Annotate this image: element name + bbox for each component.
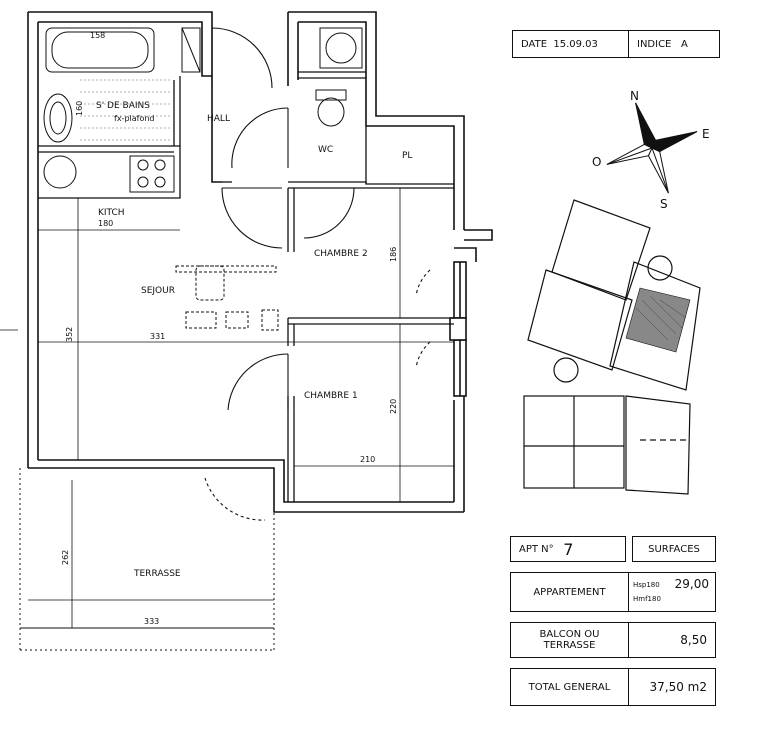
header-box: DATE 15.09.03 INDICE A xyxy=(512,30,720,58)
dim-bedroom1-width: 210 xyxy=(360,455,375,464)
total-value: 37,50 m2 xyxy=(649,680,708,694)
apt-box: APT N° 7 xyxy=(510,536,626,562)
balcon-label-1: BALCON OU xyxy=(539,629,600,640)
room-label-kitchen: KITCH xyxy=(98,208,125,218)
dim-bath-width: 158 xyxy=(90,31,105,40)
compass-south: S xyxy=(660,197,668,211)
dim-kitchen-width: 180 xyxy=(98,219,113,228)
fixtures xyxy=(19,27,363,651)
balcon-label-2: TERRASSE xyxy=(543,640,596,651)
appartement-row: APPARTEMENT Hsp180 Hmf180 29,00 xyxy=(510,572,716,612)
indice-label: INDICE xyxy=(637,38,672,50)
dim-living-height: 352 xyxy=(65,327,74,342)
balcon-value: 8,50 xyxy=(680,633,707,647)
key-plan-hatch xyxy=(635,295,687,341)
dim-terrace-width: 333 xyxy=(144,617,159,626)
dimension-lines xyxy=(0,188,454,628)
date-label: DATE xyxy=(521,38,548,50)
appartement-value: 29,00 xyxy=(674,577,709,591)
dim-bedroom2-height: 186 xyxy=(389,247,398,262)
compass-rose-icon xyxy=(606,102,698,194)
key-plan xyxy=(523,199,701,495)
door-swings xyxy=(204,27,431,521)
tile-hatching xyxy=(80,79,170,141)
compass-west: O xyxy=(592,155,601,169)
hsp-note: Hsp180 xyxy=(633,581,660,589)
surfaces-box: SURFACES xyxy=(632,536,716,562)
balcon-row: BALCON OU TERRASSE 8,50 xyxy=(510,622,716,658)
dim-living-width: 331 xyxy=(150,332,165,341)
outer-walls xyxy=(27,11,493,513)
appartement-label: APPARTEMENT xyxy=(533,586,606,598)
total-row: TOTAL GENERAL 37,50 m2 xyxy=(510,668,716,706)
date-value: 15.09.03 xyxy=(553,38,598,50)
apt-label: APT N° xyxy=(519,543,554,555)
room-label-living: SEJOUR xyxy=(141,286,175,296)
total-label: TOTAL GENERAL xyxy=(528,681,611,693)
dim-bath-height: 160 xyxy=(75,101,84,116)
dim-bedroom1-height: 220 xyxy=(389,399,398,414)
room-label-hall: HALL xyxy=(207,114,230,124)
room-label-bedroom1: CHAMBRE 1 xyxy=(304,391,358,401)
room-label-terrace: TERRASSE xyxy=(133,569,181,579)
apt-number: 7 xyxy=(563,539,574,559)
room-note-bathroom: fx-plafond xyxy=(114,114,155,123)
room-label-wc: WC xyxy=(318,145,333,155)
room-label-pl: PL xyxy=(402,151,412,161)
compass-east: E xyxy=(702,127,710,141)
compass-north: N xyxy=(630,89,639,103)
surfaces-label: SURFACES xyxy=(648,543,700,555)
interior-walls xyxy=(38,71,454,502)
room-label-bathroom: S' DE BAINS xyxy=(96,101,150,111)
room-label-bedroom2: CHAMBRE 2 xyxy=(314,249,368,259)
dim-terrace-height: 262 xyxy=(61,550,70,565)
indice-value: A xyxy=(680,38,688,50)
hmf-note: Hmf180 xyxy=(633,595,661,603)
